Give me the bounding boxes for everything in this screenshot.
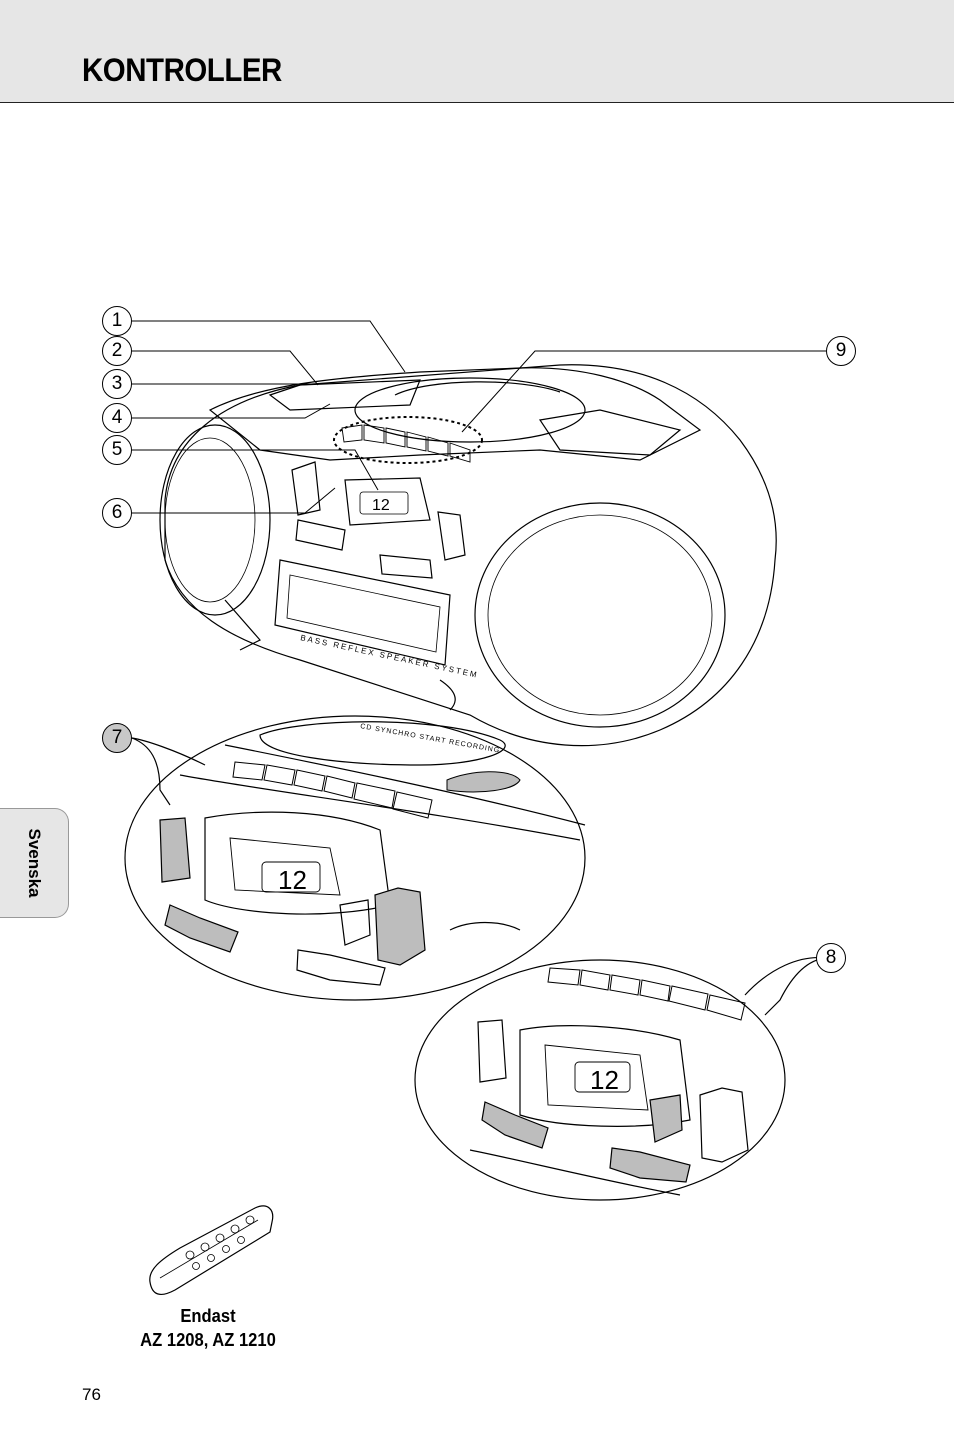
- remote-caption: Endast AZ 1208, AZ 1210: [116, 1304, 300, 1353]
- callout-8: 8: [816, 943, 846, 973]
- remote-control-drawing: [149, 1205, 274, 1296]
- page-title: KONTROLLER: [82, 52, 282, 88]
- callout-6: 6: [102, 498, 132, 528]
- page-header: [0, 0, 954, 103]
- callout-5: 5: [102, 435, 132, 465]
- callout-4: 4: [102, 403, 132, 433]
- main-display-value: 12: [372, 497, 390, 514]
- callout-7: 7: [102, 723, 132, 753]
- remote-caption-line2: AZ 1208, AZ 1210: [140, 1330, 276, 1351]
- page-number: 76: [82, 1385, 101, 1404]
- language-tab: Svenska: [0, 808, 69, 918]
- callout-9: 9: [826, 336, 856, 366]
- remote-caption-line1: Endast: [180, 1306, 236, 1326]
- detail-7-view: CD SYNCHRO START RECORDING 12: [124, 715, 586, 1001]
- boombox-main-view: 12 BASS REFLEX SPEAKER SYSTEM: [159, 364, 777, 747]
- callout-2: 2: [102, 336, 132, 366]
- detail-7-display-value: 12: [278, 865, 307, 895]
- callout-1: 1: [102, 306, 132, 336]
- speaker-system-label: BASS REFLEX SPEAKER SYSTEM: [300, 633, 480, 680]
- detail-8-display-value: 12: [590, 1065, 619, 1095]
- callout-3: 3: [102, 369, 132, 399]
- detail-8-view: 12: [414, 956, 827, 1201]
